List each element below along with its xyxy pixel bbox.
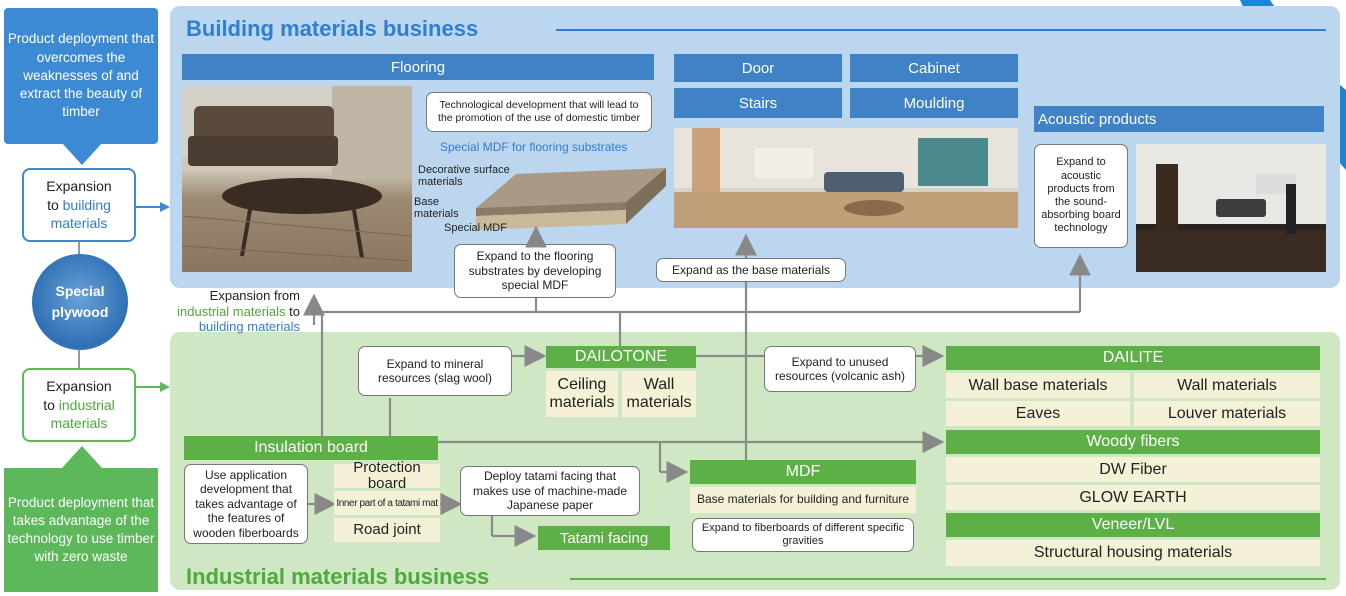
ceiling-materials: Ceiling materials bbox=[546, 371, 618, 417]
bottom-note-pointer bbox=[62, 446, 102, 468]
industrial-title: Industrial materials business bbox=[186, 564, 490, 589]
expansion-building-box: Expansion to building materials bbox=[22, 168, 136, 242]
mdf-caption: Special MDF for flooring substrates bbox=[440, 140, 628, 154]
flooring-substrates-note: Expand to the flooring substrates by dev… bbox=[454, 244, 616, 298]
dailotone-header: DAILOTONE bbox=[546, 346, 696, 368]
protection-board: Protection board bbox=[334, 459, 440, 492]
arrow-to-industrial bbox=[136, 382, 170, 392]
acoustic-note: Expand to acoustic products from the sou… bbox=[1034, 144, 1128, 248]
top-side-note: Product deployment that overcomes the we… bbox=[4, 8, 158, 144]
exp-from-industrial: industrial materials bbox=[177, 303, 286, 319]
exp-from-building: building materials bbox=[198, 319, 300, 335]
dailite-item: Louver materials bbox=[1134, 401, 1320, 426]
mdf-header: MDF bbox=[690, 460, 916, 484]
exp-ind-materials: materials bbox=[50, 415, 108, 432]
exp-building-line1: Expansion bbox=[46, 177, 112, 194]
use-note: Use application development that takes a… bbox=[184, 464, 308, 544]
mineral-note: Expand to mineral resources (slag wool) bbox=[358, 346, 512, 396]
dailite-item: Wall base materials bbox=[946, 373, 1130, 398]
acoustic-photo bbox=[1136, 144, 1326, 272]
insulation-header: Insulation board bbox=[184, 436, 438, 460]
exp-ind-line1: Expansion bbox=[46, 377, 112, 394]
base-materials-note: Expand as the base materials bbox=[656, 258, 846, 282]
veneer-header: Veneer/LVL bbox=[946, 513, 1320, 537]
building-title-rule bbox=[556, 29, 1326, 31]
mdf-board-illustration bbox=[476, 168, 666, 230]
exp-from-line1: Expansion from bbox=[209, 288, 300, 303]
connector-line-upper bbox=[78, 242, 80, 256]
tatami-note: Deploy tatami facing that makes use of m… bbox=[460, 466, 640, 516]
exp-building-to: to bbox=[47, 196, 63, 213]
exp-from-to: to bbox=[285, 303, 300, 319]
exp-building-materials: materials bbox=[50, 215, 108, 232]
exp-ind-to: to bbox=[43, 396, 59, 413]
stairs-header: Stairs bbox=[674, 88, 842, 118]
expansion-from-label: Expansion from industrial materials to b… bbox=[150, 288, 300, 335]
flooring-header: Flooring bbox=[182, 54, 654, 80]
flooring-photo bbox=[182, 86, 412, 272]
mdf-base-materials: Base materials for building and furnitur… bbox=[690, 487, 916, 513]
wall-materials-dailotone: Wall materials bbox=[622, 371, 696, 417]
moulding-header: Moulding bbox=[850, 88, 1018, 118]
exp-ind-word: industrial bbox=[58, 396, 115, 413]
label-decorative: Decorative surface materials bbox=[418, 164, 510, 189]
building-title: Building materials business bbox=[186, 16, 479, 41]
special-line1: Special bbox=[55, 283, 105, 299]
exp-building-word: building bbox=[62, 196, 111, 213]
structural-housing: Structural housing materials bbox=[946, 540, 1320, 566]
label-special-mdf: Special MDF bbox=[444, 222, 507, 234]
acoustic-header: Acoustic products bbox=[1034, 106, 1324, 132]
label-base: Base materials bbox=[414, 196, 459, 221]
woody-fibers-header: Woody fibers bbox=[946, 430, 1320, 454]
connector-line-lower bbox=[78, 350, 80, 368]
inner-tatami: Inner part of a tatami mat bbox=[334, 491, 440, 515]
glow-earth: GLOW EARTH bbox=[946, 485, 1320, 510]
dailite-header: DAILITE bbox=[946, 346, 1320, 370]
interior-photo bbox=[674, 128, 1018, 228]
tech-note: Technological development that will lead… bbox=[426, 92, 652, 132]
top-note-pointer bbox=[62, 143, 102, 165]
dailite-item: Wall materials bbox=[1134, 373, 1320, 398]
special-line2: plywood bbox=[51, 304, 109, 320]
tatami-facing: Tatami facing bbox=[538, 526, 670, 550]
door-header: Door bbox=[674, 54, 842, 82]
bottom-side-note: Product deployment that takes advantage … bbox=[4, 468, 158, 592]
expansion-industrial-box: Expansion to industrial materials bbox=[22, 368, 136, 442]
special-plywood-circle: Special plywood bbox=[32, 254, 128, 350]
arrow-to-building bbox=[136, 202, 170, 212]
unused-note: Expand to unused resources (volcanic ash… bbox=[764, 346, 916, 392]
dailite-item: Eaves bbox=[946, 401, 1130, 426]
road-joint: Road joint bbox=[334, 518, 440, 542]
dw-fiber: DW Fiber bbox=[946, 457, 1320, 482]
cabinet-header: Cabinet bbox=[850, 54, 1018, 82]
fiberboards-note: Expand to fiberboards of different speci… bbox=[692, 518, 914, 552]
industrial-title-rule bbox=[570, 578, 1326, 580]
